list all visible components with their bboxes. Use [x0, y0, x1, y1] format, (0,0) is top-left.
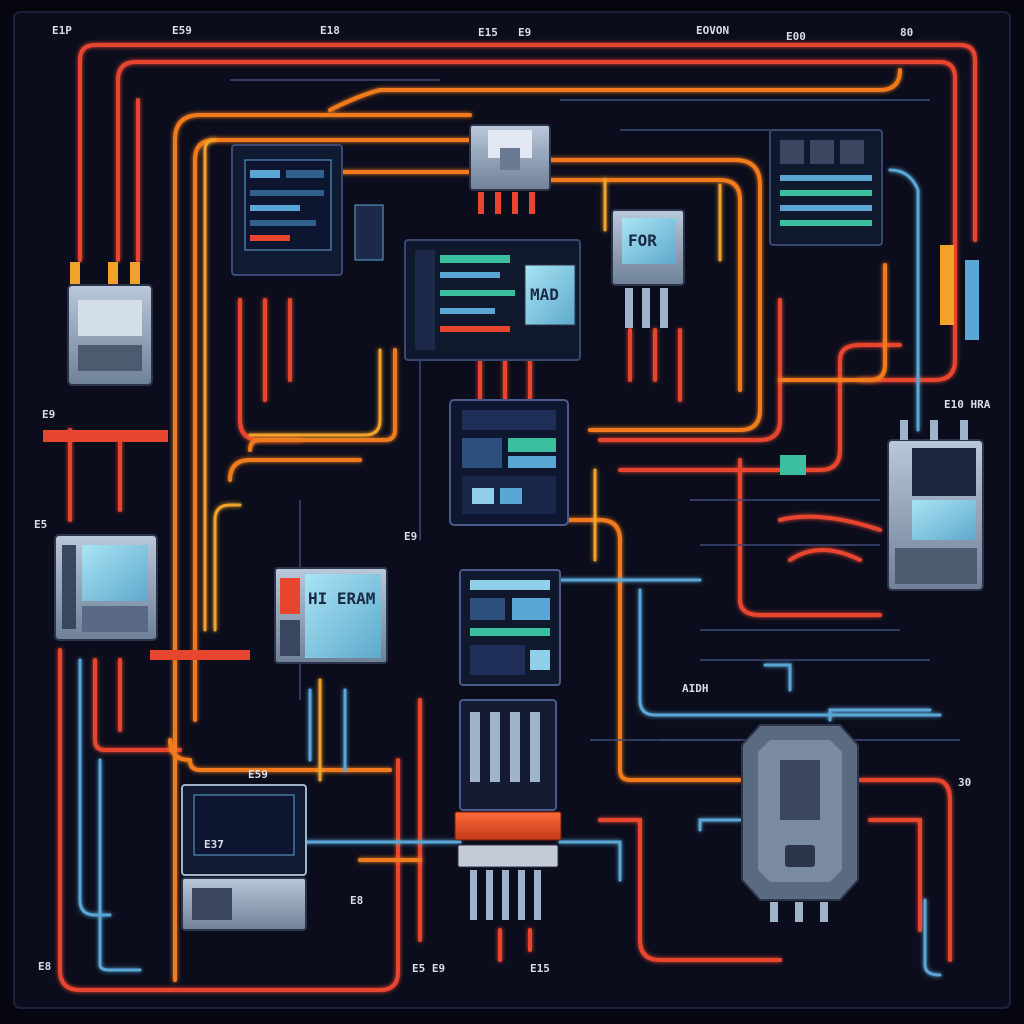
octagon-unit-lower-right	[741, 724, 859, 922]
label-top-5: EOVON	[696, 24, 729, 37]
label-top-1: E59	[172, 24, 192, 37]
module-mid-left-text: HI ERAM	[308, 589, 375, 608]
label-top-left: E1P	[52, 24, 72, 37]
module-top-right-text: FOR	[628, 231, 657, 250]
wire-bundle-red	[58, 43, 977, 992]
label-top-7: 80	[900, 26, 913, 39]
wire-bundle-orange	[168, 68, 902, 982]
label-top-3: E15	[478, 26, 498, 39]
label-bottom-center: E5 E9	[412, 962, 445, 975]
pcb-cluster-center-top	[404, 239, 581, 361]
relay-module-right	[887, 420, 984, 591]
power-chip-bottom-center	[454, 699, 562, 920]
display-module-top-right	[611, 209, 685, 328]
relay-module-left-mid	[54, 534, 158, 641]
label-aidh: AIDH	[682, 682, 709, 695]
label-right-30: 30	[958, 776, 971, 789]
label-top-2: E18	[320, 24, 340, 37]
label-top-4: E9	[518, 26, 531, 39]
label-chip-center: E9	[404, 530, 417, 543]
wire-bundle-amber	[203, 138, 722, 782]
module-lower-left-text: E37	[204, 838, 224, 851]
label-left-low: E9	[42, 408, 55, 421]
label-bottom-mid: E15	[530, 962, 550, 975]
relay-module-top-left	[67, 262, 153, 386]
display-module-top	[231, 144, 343, 276]
display-module-mid-left	[274, 567, 388, 664]
pcb-cluster-center-mid	[459, 569, 561, 686]
module-center-top-text: MAD	[530, 285, 559, 304]
pcb-cluster-lower-left	[181, 784, 307, 931]
label-top-6: E00	[786, 30, 806, 43]
connector-top-center	[469, 124, 551, 214]
label-mid-right: E10 HRA	[944, 398, 991, 411]
main-controller	[449, 399, 569, 526]
pcb-cluster-top-right	[769, 129, 883, 246]
label-left-mid: E5	[34, 518, 47, 531]
label-lower-right: E8	[350, 894, 363, 907]
small-components	[43, 204, 979, 660]
label-bottom-left: E8	[38, 960, 51, 973]
label-pc: E59	[248, 768, 268, 781]
